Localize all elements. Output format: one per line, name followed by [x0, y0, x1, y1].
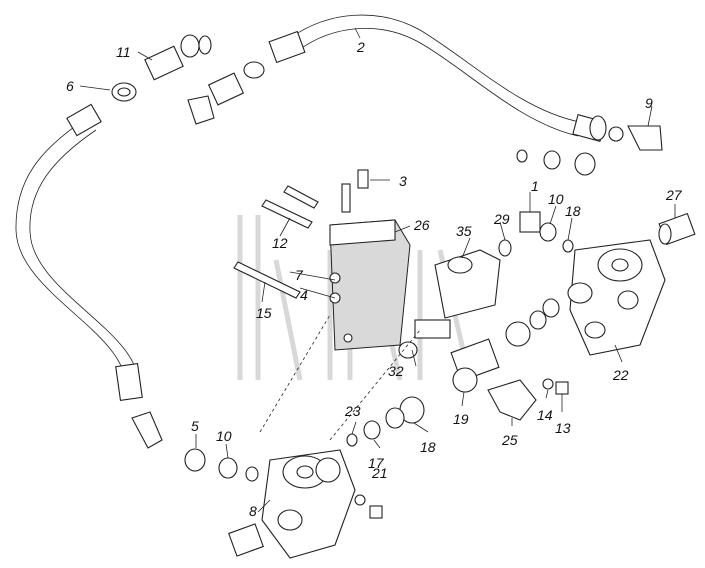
callouts: 1 2 3 4 5 6 7 8 9 10 10 11 12 13 14 15 1… — [66, 39, 683, 519]
callout-27: 27 — [665, 187, 683, 203]
valve-block-35 — [398, 239, 512, 359]
callout-11: 11 — [116, 44, 131, 60]
callout-35: 35 — [456, 223, 472, 239]
callout-9: 9 — [645, 95, 653, 111]
callout-4: 4 — [300, 287, 308, 303]
callout-22: 22 — [612, 367, 629, 383]
callout-26: 26 — [413, 217, 430, 233]
fitting-9 — [608, 125, 663, 151]
callout-17: 17 — [368, 455, 385, 471]
leader-lines — [79, 27, 676, 513]
callout-32: 32 — [388, 363, 404, 379]
valve-22 — [567, 239, 666, 356]
fitting-11 — [111, 34, 265, 125]
callout-29: 29 — [493, 211, 510, 227]
callout-21: 21 — [371, 465, 388, 481]
callout-10-lower: 10 — [216, 428, 232, 444]
callout-7: 7 — [295, 267, 304, 283]
callout-18-lower: 18 — [420, 439, 436, 455]
callout-3: 3 — [399, 173, 407, 189]
callout-10-upper: 10 — [548, 191, 564, 207]
callout-6: 6 — [66, 78, 74, 94]
rings-upper — [516, 149, 596, 176]
elbow-25 — [487, 378, 569, 421]
callout-5: 5 — [191, 418, 199, 434]
callout-1: 1 — [531, 178, 539, 194]
bracket-26 — [329, 219, 411, 351]
hose-top — [268, 14, 607, 142]
callout-19: 19 — [453, 411, 469, 427]
rings-lower — [184, 448, 259, 482]
callout-15: 15 — [256, 305, 272, 321]
valve-8 — [228, 449, 383, 559]
rings-middle — [346, 298, 560, 447]
callout-12: 12 — [272, 235, 288, 251]
fitting-27 — [658, 212, 696, 246]
callout-18-upper: 18 — [565, 203, 581, 219]
callout-14: 14 — [537, 407, 553, 423]
hose-left — [15, 103, 163, 449]
callout-13: 13 — [555, 420, 571, 436]
callout-25: 25 — [501, 432, 518, 448]
callout-2: 2 — [356, 39, 365, 55]
callout-8: 8 — [249, 503, 257, 519]
bolts — [233, 169, 369, 299]
callout-23: 23 — [344, 403, 361, 419]
